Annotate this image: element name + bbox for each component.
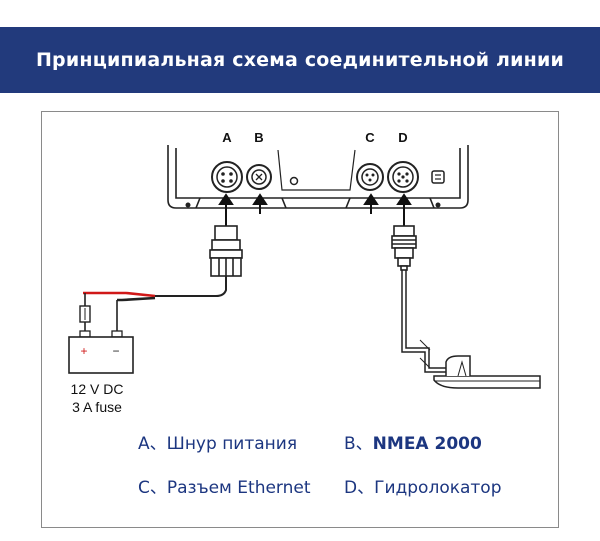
legend-nmea: B、NMEA 2000 — [344, 429, 482, 454]
legend-text-b: NMEA 2000 — [372, 434, 482, 454]
transducer-icon — [433, 355, 541, 389]
port-a-connector[interactable] — [211, 161, 243, 193]
port-d-connector[interactable] — [387, 161, 419, 193]
port-label-c: C — [365, 130, 375, 145]
port-label-d: D — [398, 130, 407, 145]
legend-key-c: C、 — [138, 478, 167, 498]
device-button-icon — [431, 170, 445, 184]
legend-text-d: Гидролокатор — [374, 478, 502, 498]
battery-fuse-label: 3 A fuse — [72, 399, 122, 415]
device-body — [167, 145, 469, 209]
screw-right — [435, 202, 441, 208]
legend-text-a: Шнур питания — [166, 434, 298, 454]
power-wires — [83, 276, 227, 336]
legend-key-b: B、 — [344, 434, 373, 454]
legend-power-cord: A、Шнур питания — [138, 429, 297, 454]
port-c-connector[interactable] — [356, 163, 384, 191]
legend-text-c: Разъем Ethernet — [166, 478, 311, 498]
battery-minus: − — [112, 344, 119, 358]
fuse-icon — [79, 305, 91, 323]
battery-plus: + — [80, 344, 87, 358]
diagram-panel — [41, 111, 559, 528]
title-banner: Принципиальная схема соединительной лини… — [0, 27, 600, 93]
power-plug — [209, 225, 243, 277]
legend-ethernet: C、Разъем Ethernet — [138, 473, 311, 498]
battery-icon — [68, 330, 134, 374]
legend-key-a: A、 — [138, 434, 167, 454]
port-label-a: A — [222, 130, 232, 145]
legend-sonar: D、Гидролокатор — [344, 473, 502, 498]
sonar-plug — [391, 225, 417, 271]
legend-key-d: D、 — [344, 478, 375, 498]
port-label-b: B — [254, 130, 263, 145]
battery-voltage-label: 12 V DC — [71, 381, 124, 397]
sonar-cable — [401, 270, 453, 376]
screw-left — [185, 202, 191, 208]
port-b-connector[interactable] — [246, 164, 272, 190]
connection-arrows — [218, 193, 412, 226]
indicator-hole — [289, 176, 299, 186]
page-title: Принципиальная схема соединительной лини… — [35, 49, 565, 71]
